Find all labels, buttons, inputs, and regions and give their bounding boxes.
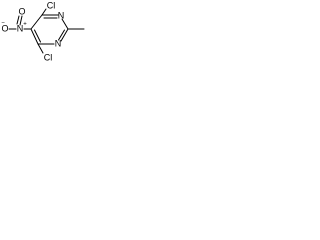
bond-c5-c6 [30, 28, 39, 45]
ring-nitrogen-bottom-label: N [55, 38, 62, 48]
bond-n3-c2 [61, 18, 69, 30]
nitro-nitrogen-label: N [17, 23, 24, 33]
chlorine-top-label: Cl [47, 0, 56, 10]
bond-c2-n1 [60, 28, 69, 42]
bond-c6-cl [37, 43, 44, 54]
bond-nitro-o-top-double [16, 15, 20, 25]
nitro-oxygen-left-label: O [1, 23, 8, 33]
bond-c4-cl [41, 8, 47, 16]
nitro-nitrogen-charge: + [23, 22, 27, 28]
nitro-oxygen-charge: − [1, 21, 5, 27]
chemical-structure: Cl Cl N N N O O + − [1, 0, 85, 62]
bond-nitro-o-top [19, 15, 23, 26]
chlorine-bottom-label: Cl [44, 52, 53, 62]
bond-c4-c5 [30, 14, 43, 30]
bond-c5-c6-double [34, 29, 41, 43]
ring-nitrogen-right-label: N [58, 10, 65, 20]
bond-c2-n1-double [58, 29, 65, 41]
nitro-oxygen-top-label: O [18, 6, 25, 16]
